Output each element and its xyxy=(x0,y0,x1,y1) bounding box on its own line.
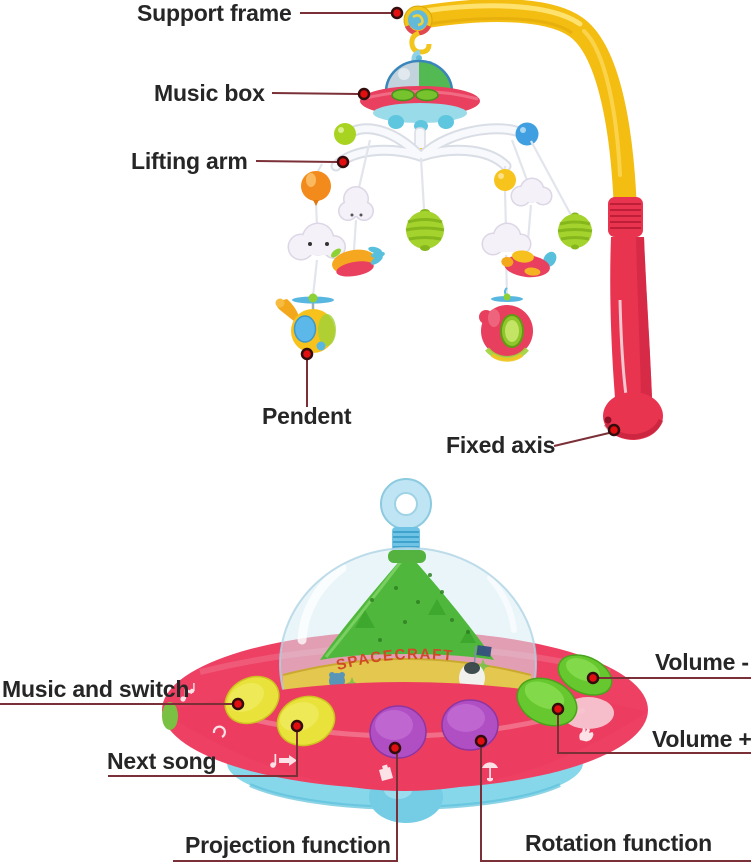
leader-music-box xyxy=(271,92,359,95)
support-frame-arm xyxy=(412,0,664,440)
pendant-cloud-right-mid xyxy=(481,222,532,256)
arm-end-ball-green xyxy=(334,123,356,145)
label-volume-minus: Volume - xyxy=(655,649,749,675)
dome-handle-ring xyxy=(380,478,432,554)
callout-lines xyxy=(0,12,751,862)
button-rotation xyxy=(441,699,499,751)
leader-projection xyxy=(173,754,398,862)
label-fixed-axis: Fixed axis xyxy=(446,432,556,458)
pendant-yellow-helicopter xyxy=(275,293,336,353)
swirl-icon xyxy=(212,725,227,738)
note-arrow-icon xyxy=(270,754,297,768)
leader-rotation xyxy=(480,747,751,862)
music-notes-icon xyxy=(180,683,195,702)
label-pendent: Pendent xyxy=(262,403,352,429)
label-projection-function: Projection function xyxy=(185,832,391,858)
rotation-umbrella-icon xyxy=(482,762,498,782)
pendant-cloud-right-top xyxy=(510,177,553,207)
label-music-box: Music box xyxy=(154,80,265,106)
label-lifting-arm: Lifting arm xyxy=(131,148,248,174)
label-music-and-switch: Music and switch xyxy=(2,676,190,702)
hand-icon xyxy=(579,728,594,742)
pendant-yellow-ball xyxy=(494,169,516,191)
pendant-cloud-with-eyes xyxy=(287,222,346,261)
button-next-song xyxy=(276,695,336,747)
projector-icon xyxy=(379,764,393,781)
pendant-carrot-bird xyxy=(331,246,385,277)
pendant-red-airplane xyxy=(501,250,557,278)
pendant-green-lollipop-center xyxy=(405,209,445,251)
leader-fixed-axis xyxy=(553,432,610,447)
hanger-hook xyxy=(409,30,432,55)
projector-base: SPACECRAFT xyxy=(162,478,648,823)
pendant-orange-balloon xyxy=(301,171,331,206)
music-box xyxy=(360,55,480,132)
leader-volume-plus xyxy=(557,715,751,754)
callout-dots xyxy=(231,6,621,755)
arm-end-ball-blue xyxy=(515,122,539,146)
label-support-frame: Support frame xyxy=(137,0,292,26)
pendant-green-lollipop-right xyxy=(557,212,593,250)
leader-next-song xyxy=(108,732,298,777)
pendants xyxy=(275,139,593,362)
dome-collar xyxy=(388,550,426,563)
label-next-song: Next song xyxy=(107,748,217,774)
leader-lifting-arm xyxy=(255,160,338,163)
label-rotation-function: Rotation function xyxy=(525,830,712,856)
pendant-teardrop-cloud xyxy=(338,186,374,221)
button-volume-minus xyxy=(557,654,613,696)
fixed-axis-handle xyxy=(603,237,664,440)
side-button-green-sliver xyxy=(162,702,178,730)
label-volume-plus: Volume + xyxy=(652,726,751,752)
pendant-red-helicopter xyxy=(479,287,533,362)
arm-coupling xyxy=(608,197,643,237)
dome-green-cone xyxy=(320,552,494,660)
